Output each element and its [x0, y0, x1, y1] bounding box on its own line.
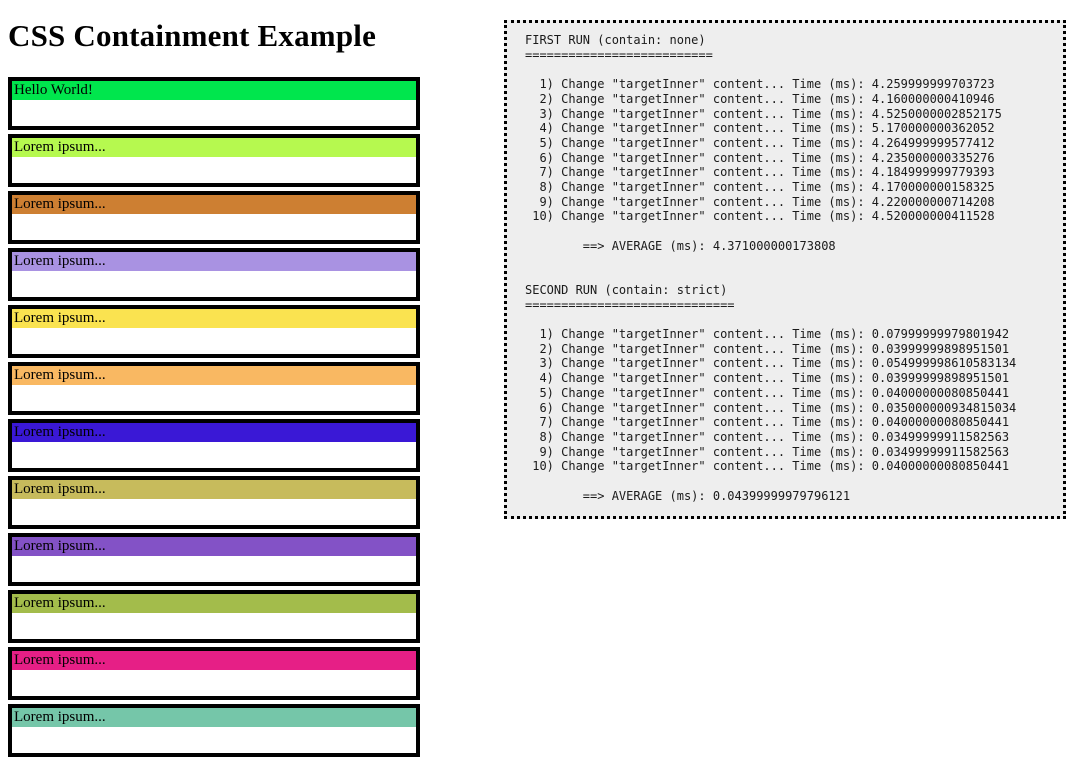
- box-8: Lorem ipsum...: [8, 476, 420, 530]
- benchmark-console-output: FIRST RUN (contain: none) ==============…: [525, 33, 1017, 503]
- box-10: Lorem ipsum...: [8, 590, 420, 644]
- box-header-label: Lorem ipsum...: [12, 423, 416, 443]
- box-header-label: Lorem ipsum...: [12, 651, 416, 671]
- box-body: [12, 328, 416, 355]
- box-header-label: Lorem ipsum...: [12, 195, 416, 215]
- box-body: [12, 442, 416, 469]
- box-header-label: Lorem ipsum...: [12, 252, 416, 272]
- box-body: [12, 271, 416, 298]
- box-3: Lorem ipsum...: [8, 191, 420, 245]
- box-body: [12, 613, 416, 640]
- box-2: Lorem ipsum...: [8, 134, 420, 188]
- box-body: [12, 727, 416, 754]
- box-7: Lorem ipsum...: [8, 419, 420, 473]
- box-header-label: Lorem ipsum...: [12, 480, 416, 500]
- box-11: Lorem ipsum...: [8, 647, 420, 701]
- box-body: [12, 556, 416, 583]
- box-header-label: Lorem ipsum...: [12, 708, 416, 728]
- box-body: [12, 100, 416, 127]
- box-header-label: Lorem ipsum...: [12, 366, 416, 386]
- box-hello-world: Hello World!: [8, 77, 420, 131]
- box-body: [12, 670, 416, 697]
- box-header-label: Lorem ipsum...: [12, 594, 416, 614]
- box-6: Lorem ipsum...: [8, 362, 420, 416]
- box-body: [12, 385, 416, 412]
- box-body: [12, 214, 416, 241]
- page-title: CSS Containment Example: [8, 18, 377, 53]
- box-5: Lorem ipsum...: [8, 305, 420, 359]
- left-column: CSS Containment Example Hello World! Lore…: [8, 0, 428, 761]
- box-header-label: Lorem ipsum...: [12, 537, 416, 557]
- benchmark-console-panel: FIRST RUN (contain: none) ==============…: [504, 20, 1066, 519]
- box-header-label: Hello World!: [12, 81, 416, 101]
- box-body: [12, 157, 416, 184]
- contain-boxes-list: Hello World! Lorem ipsum... Lorem ipsum...…: [8, 77, 428, 758]
- box-9: Lorem ipsum...: [8, 533, 420, 587]
- box-header-label: Lorem ipsum...: [12, 138, 416, 158]
- box-4: Lorem ipsum...: [8, 248, 420, 302]
- box-body: [12, 499, 416, 526]
- box-header-label: Lorem ipsum...: [12, 309, 416, 329]
- box-12: Lorem ipsum...: [8, 704, 420, 758]
